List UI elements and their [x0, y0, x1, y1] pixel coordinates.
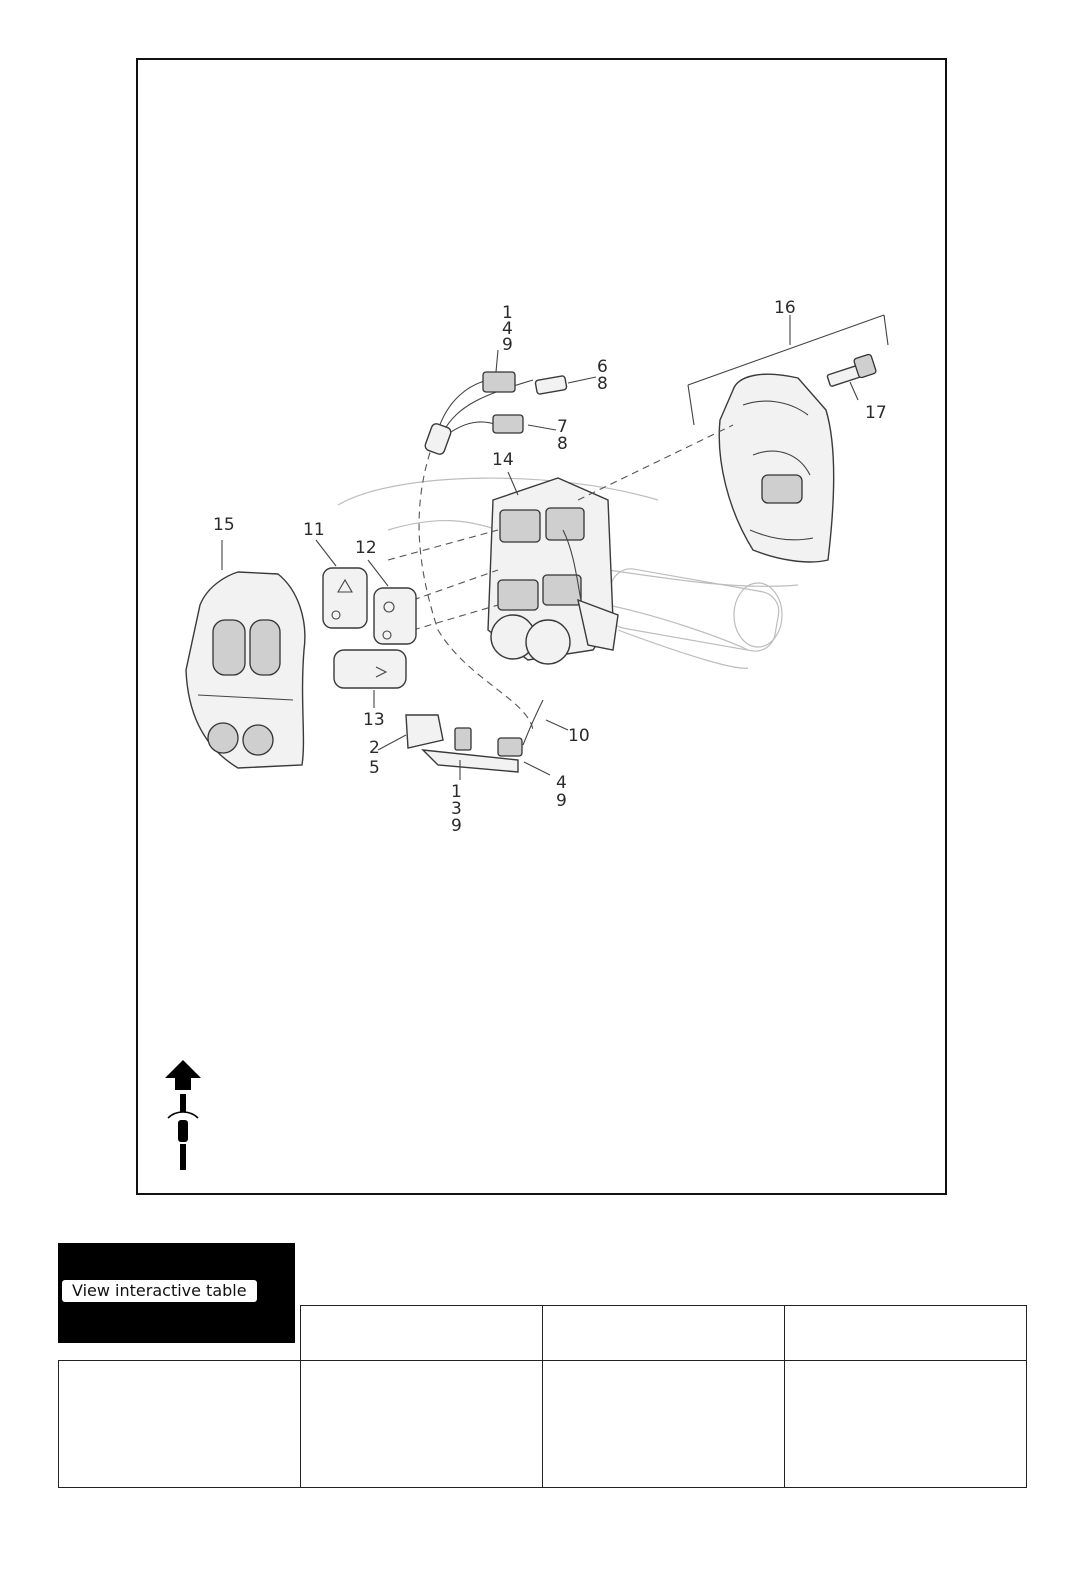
table-header-cell: [542, 1305, 785, 1361]
assembly-guide-lines: [387, 424, 734, 731]
callout-8: 8: [597, 374, 608, 394]
table-cell: [58, 1360, 301, 1488]
callout-17: 17: [865, 403, 887, 423]
turn-signal-switch-button: [333, 649, 407, 689]
wiring-harness-bottom: [405, 699, 544, 773]
diagram-frame: 1 4 9 6 8 7 8 14 16 17 15 11 12 13 10 2 …: [136, 58, 947, 1195]
switch-block-assembly: [487, 477, 619, 665]
hazard-switch-button: [322, 567, 368, 629]
callout-3: 3: [451, 799, 462, 819]
view-interactive-table-button[interactable]: View interactive table: [62, 1280, 257, 1302]
callout-8: 8: [557, 434, 568, 454]
exploded-parts-diagram: 1 4 9 6 8 7 8 14 16 17 15 11 12 13 10 2 …: [165, 298, 889, 1170]
callout-7: 7: [557, 417, 568, 437]
mode-switch-button: [373, 587, 417, 645]
front-direction-arrow-icon: [165, 1060, 201, 1170]
callout-4: 4: [502, 319, 513, 339]
callout-16: 16: [774, 298, 796, 318]
table-header-cell: [784, 1305, 1027, 1361]
callout-9: 9: [502, 335, 513, 355]
callout-9: 9: [451, 816, 462, 836]
callout-4: 4: [556, 773, 567, 793]
callout-2: 2: [369, 738, 380, 758]
parts-table: [58, 1305, 1027, 1488]
callout-15: 15: [213, 515, 235, 535]
screw-part: [826, 353, 877, 387]
table-header-cell: [58, 1305, 301, 1361]
table-cell: [542, 1360, 785, 1488]
table-cell: [300, 1360, 543, 1488]
callout-9: 9: [556, 791, 567, 811]
callout-14: 14: [492, 450, 514, 470]
callout-11: 11: [303, 520, 325, 540]
callout-5: 5: [369, 758, 380, 778]
table-cell: [784, 1360, 1027, 1488]
callout-1: 1: [502, 303, 513, 323]
table-header-cell: [300, 1305, 543, 1361]
callout-1: 1: [451, 782, 462, 802]
callout-13: 13: [363, 710, 385, 730]
callout-labels: 1 4 9 6 8 7 8 14 16 17 15 11 12 13 10 2 …: [213, 298, 887, 836]
callout-leader-lines: [221, 315, 859, 780]
table-row: [58, 1360, 1027, 1488]
wiring-harness-top: [424, 371, 568, 455]
callout-12: 12: [355, 538, 377, 558]
callout-6: 6: [597, 357, 608, 377]
table-header-row: [58, 1305, 1027, 1361]
right-switch-housing: [687, 314, 889, 563]
callout-10: 10: [568, 726, 590, 746]
left-switch-housing: [185, 571, 306, 769]
